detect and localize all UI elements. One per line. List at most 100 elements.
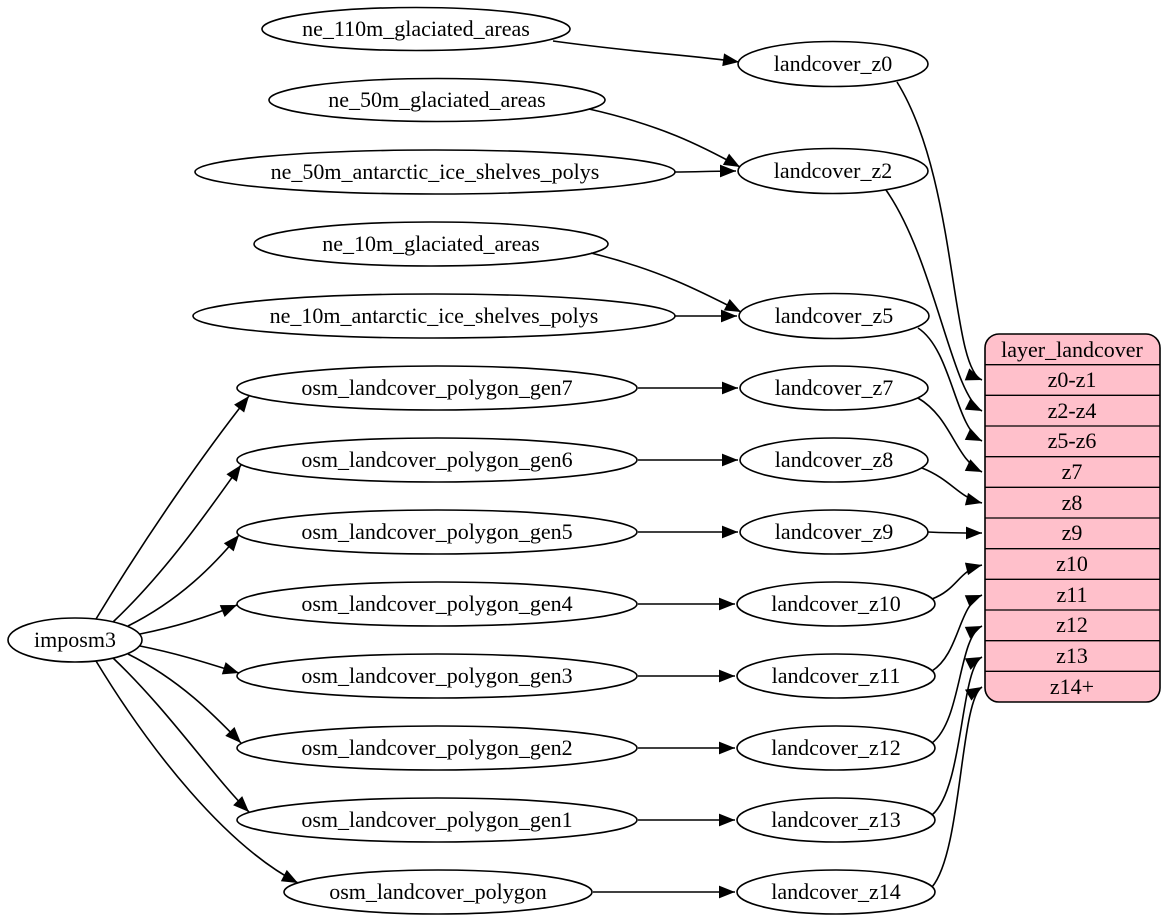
node-osm-landcover-polygon-gen5: osm_landcover_polygon_gen5	[236, 509, 638, 555]
node-label: landcover_z5	[775, 303, 894, 328]
node-shape	[739, 365, 929, 411]
node-shape	[736, 725, 936, 771]
node-osm-landcover-polygon-gen6: osm_landcover_polygon_gen6	[236, 437, 638, 483]
edge-imposm3-to-gen4	[139, 604, 238, 635]
node-label: landcover_z7	[775, 375, 894, 400]
edge-ne50m-ant-to-z2	[674, 164, 737, 178]
edge-ne10m-glac-to-z5	[590, 252, 742, 313]
node-shape	[236, 581, 638, 627]
node-osm-landcover-polygon: osm_landcover_polygon	[283, 869, 593, 915]
node-shape	[236, 509, 638, 555]
record-row-z11: z11	[1057, 582, 1088, 607]
node-shape	[283, 869, 593, 915]
record-row-z8: z8	[1062, 490, 1083, 515]
edge-ne110m-to-z0	[552, 40, 740, 67]
node-label: landcover_z2	[774, 158, 893, 183]
node-landcover-z10: landcover_z10	[736, 581, 936, 627]
node-label: ne_10m_antarctic_ice_shelves_polys	[270, 303, 599, 328]
node-shape	[236, 437, 638, 483]
node-label: ne_110m_glaciated_areas	[302, 16, 530, 41]
node-landcover-z7: landcover_z7	[739, 365, 929, 411]
edge-ne50m-glac-to-z2	[588, 108, 741, 168]
edge-imposm3-to-gen7	[95, 395, 250, 620]
record-row-z9: z9	[1062, 520, 1083, 545]
node-label: ne_50m_glaciated_areas	[328, 87, 545, 112]
node-label: landcover_z0	[774, 51, 893, 76]
edge-imposm3-to-gen6	[112, 464, 242, 623]
node-label: landcover_z9	[775, 519, 894, 544]
node-label: landcover_z8	[775, 447, 894, 472]
edge-z12-to-row-z12	[931, 625, 983, 744]
node-shape	[739, 437, 929, 483]
node-shape	[738, 292, 930, 340]
edge-imposm3-to-gen5	[127, 534, 240, 627]
record-row-z2-z4: z2-z4	[1048, 398, 1097, 423]
record-layer-landcover: layer_landcover z0-z1 z2-z4 z5-z6 z7 z8 …	[984, 333, 1161, 703]
node-label: ne_50m_antarctic_ice_shelves_polys	[271, 159, 600, 184]
node-landcover-z0: landcover_z0	[737, 40, 929, 88]
node-label: osm_landcover_polygon_gen4	[301, 591, 572, 616]
node-landcover-z12: landcover_z12	[736, 725, 936, 771]
edge-z2-to-row-z2z4	[885, 189, 983, 412]
node-ne-50m-glaciated-areas: ne_50m_glaciated_areas	[268, 77, 606, 123]
edge-group	[95, 40, 983, 899]
node-osm-landcover-polygon-gen3: osm_landcover_polygon_gen3	[236, 653, 638, 699]
record-row-z5-z6: z5-z6	[1048, 428, 1097, 453]
node-ne-10m-glaciated-areas: ne_10m_glaciated_areas	[253, 221, 609, 267]
node-landcover-z14: landcover_z14	[736, 869, 936, 915]
node-shape	[236, 653, 638, 699]
node-osm-landcover-polygon-gen4: osm_landcover_polygon_gen4	[236, 581, 638, 627]
node-shape	[736, 581, 936, 627]
node-shape	[253, 221, 609, 267]
node-label: landcover_z12	[771, 735, 901, 760]
node-shape	[236, 365, 638, 411]
node-label: osm_landcover_polygon_gen3	[301, 663, 572, 688]
edge-imposm3-to-gen3	[139, 645, 240, 675]
node-shape	[736, 653, 936, 699]
node-landcover-z8: landcover_z8	[739, 437, 929, 483]
node-ne-110m-glaciated-areas: ne_110m_glaciated_areas	[261, 6, 571, 52]
node-label: osm_landcover_polygon_gen6	[301, 447, 572, 472]
edge-z8-to-row-z8	[921, 467, 983, 506]
node-label: osm_landcover_polygon_gen1	[301, 807, 572, 832]
edge-imposm3-to-gen2	[127, 653, 242, 744]
node-landcover-z9: landcover_z9	[739, 509, 929, 555]
node-label: imposm3	[34, 627, 116, 652]
node-shape	[236, 725, 638, 771]
node-landcover-z13: landcover_z13	[736, 797, 936, 843]
record-row-z10: z10	[1056, 551, 1088, 576]
node-imposm3: imposm3	[7, 617, 143, 663]
node-osm-landcover-polygon-gen2: osm_landcover_polygon_gen2	[236, 725, 638, 771]
node-shape	[194, 149, 676, 195]
edge-z0-to-row-z0z1	[896, 81, 983, 381]
node-shape	[236, 797, 638, 843]
node-label: landcover_z13	[771, 807, 901, 832]
node-shape	[261, 6, 571, 52]
node-label: osm_landcover_polygon_gen2	[301, 735, 572, 760]
node-label: ne_10m_glaciated_areas	[322, 231, 539, 256]
node-label: osm_landcover_polygon_gen7	[301, 375, 572, 400]
node-label: landcover_z14	[771, 879, 901, 904]
edge-z7-to-row-z7	[917, 397, 983, 473]
node-shape	[739, 509, 929, 555]
node-osm-landcover-polygon-gen7: osm_landcover_polygon_gen7	[236, 365, 638, 411]
record-row-z13: z13	[1056, 643, 1088, 668]
node-label: landcover_z11	[772, 663, 901, 688]
node-shape	[268, 77, 606, 123]
edge-z10-to-row-z10	[931, 562, 983, 600]
edge-imposm3-to-gen1	[112, 657, 250, 813]
node-shape	[7, 617, 143, 663]
edge-z13-to-row-z13	[931, 656, 983, 816]
node-landcover-z2: landcover_z2	[737, 147, 929, 195]
edge-z14-to-row-z14plus	[931, 686, 983, 888]
node-ne-10m-antarctic-ice-shelves-polys: ne_10m_antarctic_ice_shelves_polys	[192, 293, 676, 339]
node-label: landcover_z10	[771, 591, 901, 616]
record-row-z0-z1: z0-z1	[1048, 367, 1097, 392]
edge-z5-to-row-z5z6	[917, 327, 983, 442]
node-landcover-z11: landcover_z11	[736, 653, 936, 699]
node-shape	[737, 147, 929, 195]
node-shape	[737, 40, 929, 88]
node-shape	[736, 797, 936, 843]
record-row-z7: z7	[1062, 459, 1083, 484]
